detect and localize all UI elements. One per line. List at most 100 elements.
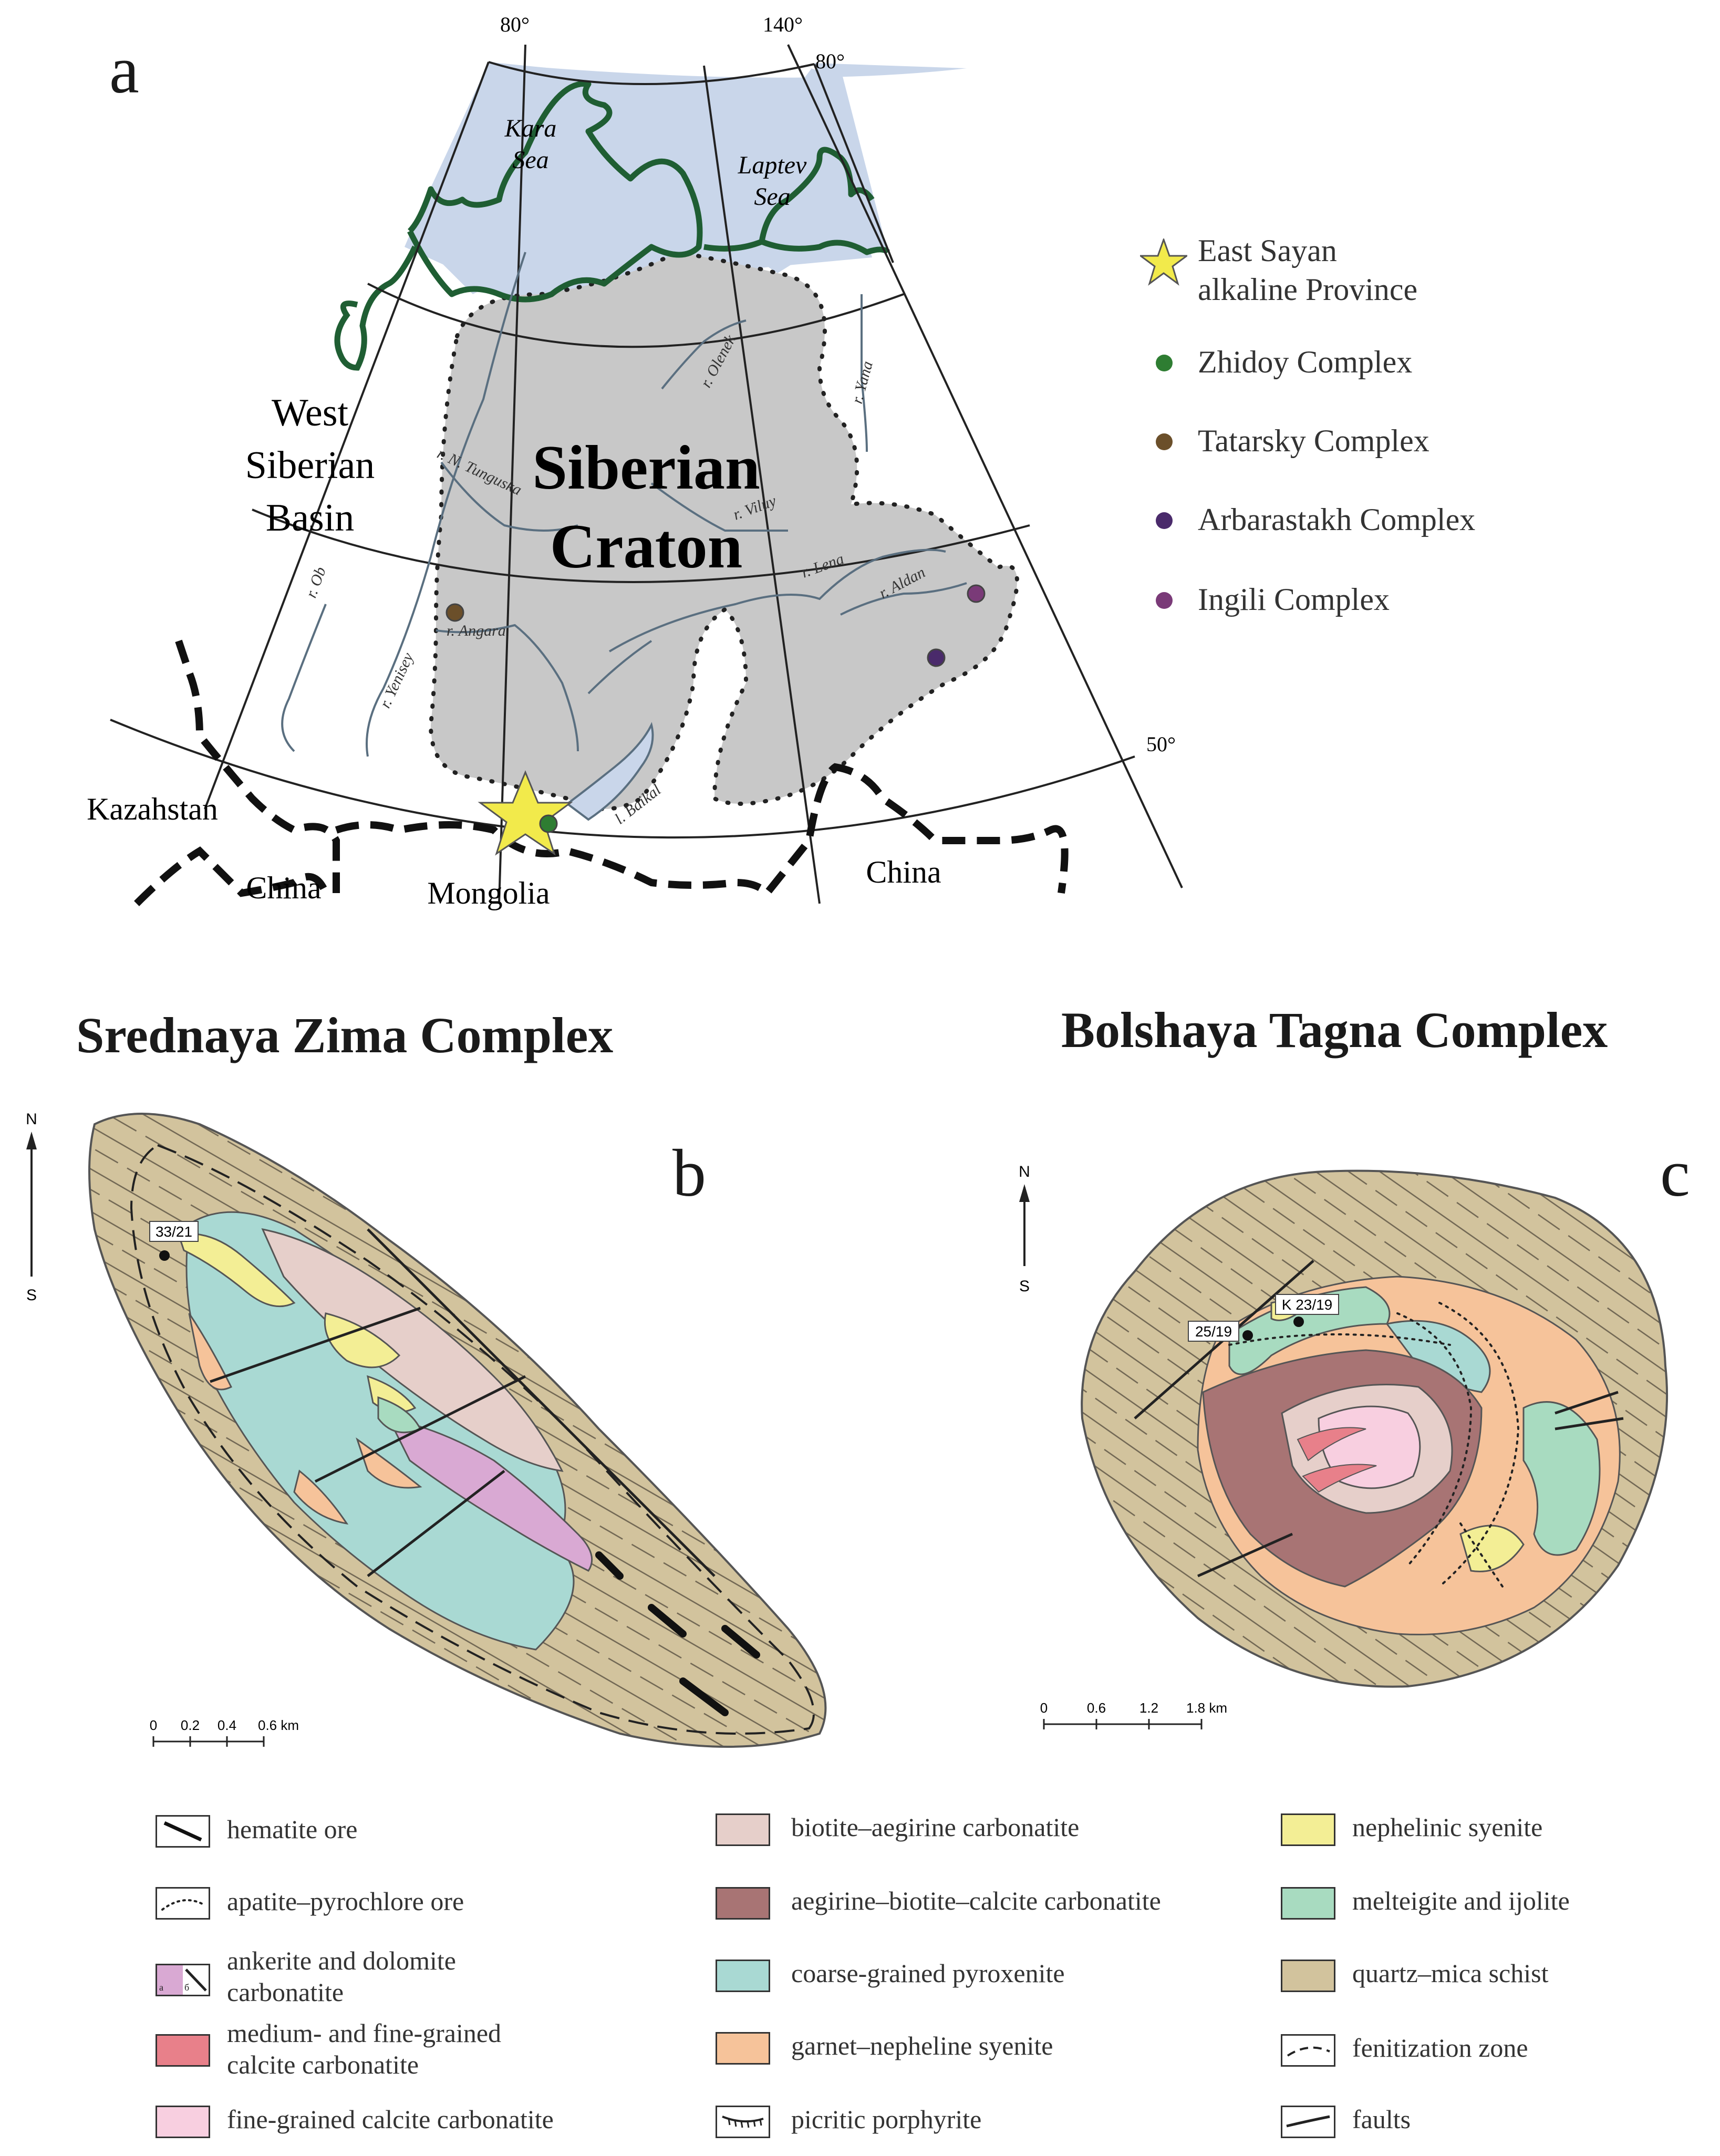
nephelinic-syenite-c1 (1459, 1525, 1525, 1572)
svg-text:N: N (1019, 1163, 1030, 1180)
hematite-lenses-b (595, 1551, 760, 1716)
legend-garnet-syenite-label: garnet–nepheline syenite (791, 2031, 1053, 2060)
ob-river (281, 604, 327, 752)
legend-melteigite-label: melteigite and ijolite (1352, 1886, 1570, 1915)
svg-text:0.6: 0.6 (1087, 1700, 1106, 1716)
sample-k23-19-point (1293, 1317, 1304, 1327)
svg-text:S: S (26, 1287, 37, 1304)
legend-ankerite-sub-a: a (159, 1982, 163, 1993)
legend-fenitization-swatch (1281, 2034, 1335, 2067)
key-arbarastakh-label: Arbarastakh Complex (1198, 502, 1476, 537)
legend-hematite-swatch (156, 1815, 210, 1848)
sample-33-21-point (159, 1250, 170, 1261)
legend-faults-label: faults (1352, 2105, 1411, 2134)
svg-text:S: S (1019, 1278, 1030, 1295)
olenek-river (661, 319, 747, 390)
graticule-lon-140 (787, 44, 1183, 888)
overview-key: East Sayan alkaline Province Zhidoy Comp… (1135, 231, 1702, 620)
garnet-syenite-b1 (188, 1313, 233, 1391)
west-siberian-label-2: Siberian (245, 444, 375, 487)
panel-label-c: c (1660, 1136, 1690, 1210)
key-zhidoy-label: Zhidoy Complex (1198, 345, 1413, 379)
west-siberian-label-1: West (272, 391, 349, 434)
yenisey-river (366, 252, 526, 757)
key-star-icon (1140, 239, 1187, 286)
legend-aegirine-biotite-label: aegirine–biotite–calcite carbonatite (791, 1886, 1161, 1915)
legend-garnet-syenite-swatch (716, 2032, 770, 2065)
legend-fenitization-label: fenitization zone (1352, 2033, 1528, 2062)
scale-bar-b: 0 0.2 0.4 0.6 km (150, 1717, 299, 1747)
graticule-lat-60 (252, 509, 1030, 583)
svg-text:0.4: 0.4 (217, 1717, 236, 1733)
china-east-label: China (866, 855, 941, 889)
graticule-lat-70 (367, 283, 904, 348)
legend-hematite-label: hematite ore (227, 1815, 358, 1844)
legend-medium-carbonatite-label-2: calcite carbonatite (227, 2050, 419, 2079)
key-east-sayan-label-1: East Sayan (1198, 233, 1337, 268)
n-tunguska-river (440, 461, 578, 532)
key-ingili-dot (1156, 592, 1173, 609)
legend-ankerite-label-1: ankerite and dolomite (227, 1946, 456, 1975)
aldan-river (840, 582, 967, 616)
north-arrow-b: N S (26, 1111, 37, 1304)
svg-text:0: 0 (150, 1717, 157, 1733)
bolshaya-tagna-title: Bolshaya Tagna Complex (1061, 1002, 1608, 1058)
graticule-lon-60 (204, 61, 490, 810)
sample-33-21-box (149, 1221, 199, 1242)
graticule-lon-160 (813, 64, 894, 263)
lat-50-label: 50° (1146, 732, 1176, 756)
legend-schist-swatch (1281, 1960, 1335, 1992)
kazakhstan-label: Kazahstan (87, 792, 218, 826)
east-sayan-star-marker (478, 770, 573, 856)
sample-k23-19-box (1275, 1294, 1339, 1315)
legend-ankerite-swatch: a б (156, 1964, 210, 1996)
lena-upper (587, 640, 652, 695)
lithology-legend: hematite ore apatite–pyrochlore ore a б … (0, 1797, 1720, 2154)
legend-medium-carbonatite-label-1: medium- and fine-grained (227, 2018, 502, 2048)
kara-sea-label-1: Kara (504, 115, 557, 142)
nephelinic-syenite-b1 (178, 1232, 296, 1308)
tatarsky-marker (445, 603, 464, 622)
key-arbarastakh-dot (1156, 512, 1173, 529)
faults-b (210, 1228, 716, 1577)
border-kazakhstan-china (134, 639, 340, 906)
legend-medium-carbonatite-swatch (156, 2034, 210, 2067)
srednaya-zima-map: 33/21 (88, 1113, 827, 1748)
svg-text:N: N (26, 1111, 37, 1128)
graticule-lon-80 (498, 44, 526, 904)
yenisey-river-label: r. Yenisey (376, 650, 417, 711)
lon-140-label: 140° (763, 13, 803, 36)
sample-k23-19-label: K 23/19 (1282, 1297, 1333, 1313)
garnet-syenite-b2 (293, 1469, 349, 1525)
sample-25-19-box (1188, 1321, 1239, 1342)
legend-fine-carbonatite-label: fine-grained calcite carbonatite (227, 2105, 554, 2134)
arbarastakh-marker (927, 648, 946, 667)
angara-river-label: r. Angara (447, 622, 506, 639)
north-arrow-c: N S (1019, 1163, 1030, 1295)
ankerite-carbonatite-b (387, 1417, 593, 1572)
kara-sea-label-2: Sea (512, 146, 548, 174)
legend-schist-label: quartz–mica schist (1352, 1958, 1549, 1988)
border-russia-mongolia-china (335, 763, 1069, 899)
faults-c (1134, 1260, 1624, 1578)
svg-text:0: 0 (1040, 1700, 1048, 1716)
sample-25-19-label: 25/19 (1195, 1323, 1232, 1340)
legend-melteigite-swatch (1281, 1887, 1335, 1920)
zhidoy-marker (539, 814, 558, 833)
west-siberian-label-3: Basin (266, 496, 355, 540)
legend-apatite-label: apatite–pyrochlore ore (227, 1887, 464, 1916)
mongolia-label: Mongolia (427, 876, 550, 910)
vilyuy-river (650, 482, 788, 532)
svg-text:1.8 km: 1.8 km (1186, 1700, 1227, 1716)
key-zhidoy-dot (1156, 355, 1173, 371)
key-tatarsky-dot (1156, 433, 1173, 450)
sample-33-21-label: 33/21 (156, 1224, 192, 1240)
lon-80-label: 80° (500, 13, 530, 36)
legend-ankerite-label-2: carbonatite (227, 1977, 344, 2007)
overview-map: 80° 140° 80° 50° Kara Sea Laptev Sea Wes… (87, 13, 1183, 910)
panel-label-a: a (109, 33, 139, 107)
lake-baikal (565, 722, 654, 821)
bolshaya-tagna-map: 25/19 K 23/19 (1081, 1169, 1669, 1688)
legend-picritic-label: picritic porphyrite (791, 2105, 982, 2134)
legend-nephelinic-swatch (1281, 1813, 1335, 1846)
